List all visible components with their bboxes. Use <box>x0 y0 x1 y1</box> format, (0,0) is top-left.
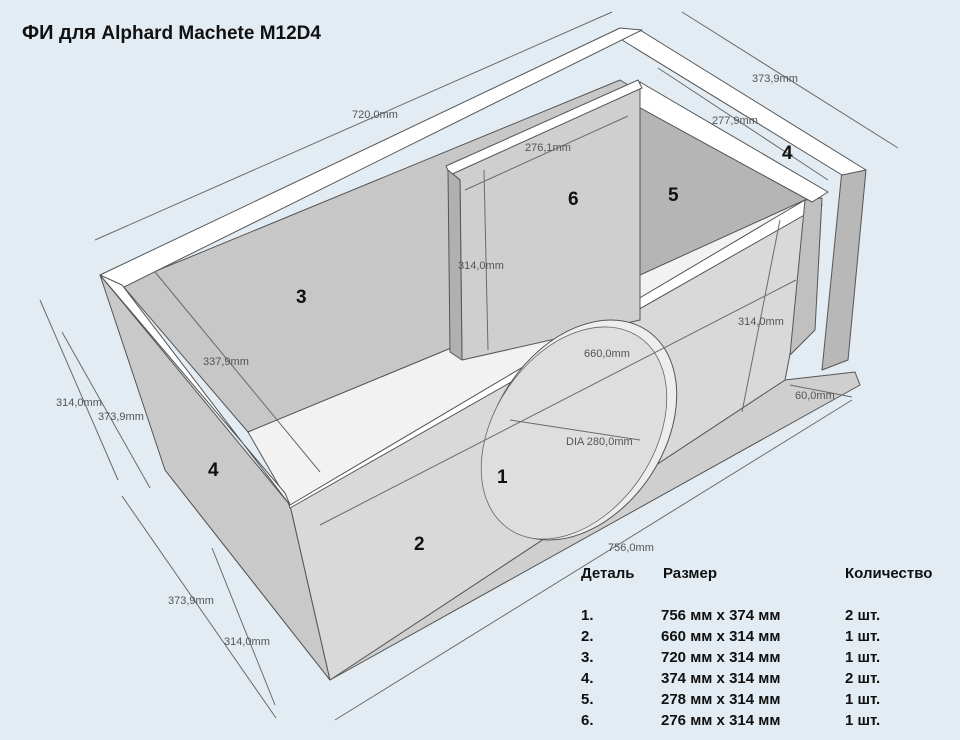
dim-bottom-height: 314,0mm <box>224 636 270 648</box>
part-label-4-right: 4 <box>782 143 793 164</box>
dim-line-bottom-depth <box>121 495 277 719</box>
row-part: 4. <box>581 670 594 687</box>
row-size: 720 мм х 314 мм <box>661 649 781 666</box>
row-qty: 1 шт. <box>845 649 881 666</box>
header-part: Деталь <box>581 565 635 582</box>
speaker-hole-face <box>480 326 668 540</box>
dim-line-top-length <box>94 11 613 241</box>
dim-line-inner-height <box>741 219 781 413</box>
header-size: Размер <box>663 565 718 582</box>
dim-hole-diameter: DIA 280,0mm <box>566 436 633 448</box>
dim-left-depth: 373,9mm <box>98 411 144 423</box>
part-label-3: 3 <box>296 287 307 308</box>
table-row: 5. 278 мм х 314 мм 1 шт. <box>578 691 958 712</box>
row-part: 6. <box>581 712 594 729</box>
row-qty: 2 шт. <box>845 670 881 687</box>
panel-right-side <box>821 169 867 371</box>
row-size: 660 мм х 314 мм <box>661 628 781 645</box>
dim-line-port-width <box>789 384 853 398</box>
dim-line-inner-depth <box>657 67 829 181</box>
part-label-5: 5 <box>668 185 679 206</box>
panel-6-side <box>447 169 463 361</box>
table-header: Деталь Размер Количество <box>578 565 958 607</box>
panel-left-rim <box>99 274 291 506</box>
part-label-6: 6 <box>568 189 579 210</box>
dim-top-length: 720,0mm <box>352 109 398 121</box>
dim-line-hole <box>509 419 641 441</box>
row-part: 2. <box>581 628 594 645</box>
dimension-texts: 720,0mm 373,9mm 277,9mm 276,1mm 314,0mm … <box>56 73 835 648</box>
table-row: 1. 756 мм х 374 мм 2 шт. <box>578 607 958 628</box>
dim-line-divider-width <box>464 115 629 191</box>
row-part: 1. <box>581 607 594 624</box>
dim-left-height: 314,0mm <box>56 397 102 409</box>
dim-port-width: 60,0mm <box>795 390 835 402</box>
title-model: Alphard Machete M12D4 <box>101 23 321 44</box>
part-label-2: 2 <box>414 534 425 555</box>
table-row: 4. 374 мм х 314 мм 2 шт. <box>578 670 958 691</box>
table-row: 3. 720 мм х 314 мм 1 шт. <box>578 649 958 670</box>
dim-line-inner-left <box>154 271 321 473</box>
row-size: 374 мм х 314 мм <box>661 670 781 687</box>
header-qty: Количество <box>845 565 933 582</box>
part-labels: 1 2 3 4 4 5 6 <box>208 143 793 555</box>
dim-line-divider-height <box>483 169 489 351</box>
part-label-4-left: 4 <box>208 460 219 481</box>
dim-inner-left-depth: 337,9mm <box>203 356 249 368</box>
row-qty: 1 шт. <box>845 628 881 645</box>
dim-line-back-depth <box>681 11 899 149</box>
part-label-1: 1 <box>497 467 508 488</box>
row-part: 3. <box>581 649 594 666</box>
table-row: 2. 660 мм х 314 мм 1 шт. <box>578 628 958 649</box>
dim-port-panel: 660,0mm <box>584 348 630 360</box>
dim-line-bottom-height <box>211 547 276 706</box>
dim-line-front-length <box>334 399 853 721</box>
dim-line-port-panel <box>319 279 797 526</box>
dim-inner-height: 314,0mm <box>738 316 784 328</box>
table-row: 6. 276 мм х 314 мм 1 шт. <box>578 712 958 733</box>
dim-back-depth: 373,9mm <box>752 73 798 85</box>
dimension-lines <box>39 11 899 721</box>
row-qty: 1 шт. <box>845 691 881 708</box>
dim-bottom-depth: 373,9mm <box>168 595 214 607</box>
row-size: 278 мм х 314 мм <box>661 691 781 708</box>
dim-divider-height: 314,0mm <box>458 260 504 272</box>
row-size: 276 мм х 314 мм <box>661 712 781 729</box>
dim-line-left-height <box>39 299 119 481</box>
row-qty: 2 шт. <box>845 607 881 624</box>
row-qty: 1 шт. <box>845 712 881 729</box>
title-prefix: ФИ для <box>22 22 97 44</box>
speaker-hole <box>480 319 678 541</box>
row-size: 756 мм х 374 мм <box>661 607 781 624</box>
dim-line-left-depth <box>61 331 151 489</box>
dim-divider-width: 276,1mm <box>525 142 571 154</box>
dim-front-length: 756,0mm <box>608 542 654 554</box>
row-part: 5. <box>581 691 594 708</box>
parts-table: Деталь Размер Количество 1. 756 мм х 374… <box>578 565 958 733</box>
drawing-title: ФИ для Alphard Machete M12D4 <box>22 22 321 45</box>
dim-inner-depth: 277,9mm <box>712 115 758 127</box>
